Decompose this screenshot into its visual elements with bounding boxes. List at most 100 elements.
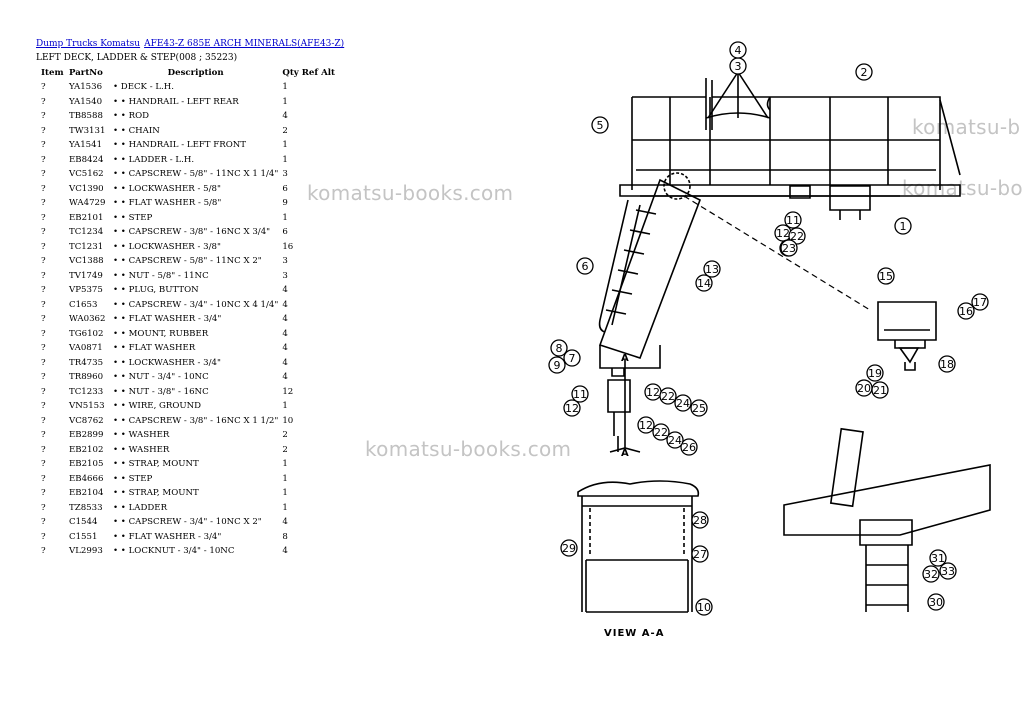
cell-qty: 4 <box>282 343 288 354</box>
callout-number-4: 4 <box>735 44 742 57</box>
callout-circle-22 <box>652 423 670 441</box>
cell-qty: 4 <box>282 357 288 368</box>
callout-circle-2 <box>855 63 873 81</box>
cell-description: • • NUT - 5/8" - 11NC <box>113 270 209 281</box>
callout-number-25: 25 <box>692 402 706 415</box>
cell-partno: WA4729 <box>69 198 106 209</box>
callout-number-3: 3 <box>735 60 742 73</box>
cell-description: • • LOCKWASHER - 5/8" <box>113 183 221 194</box>
table-row: ?TC1231• • LOCKWASHER - 3/8"16 <box>36 240 337 255</box>
cell-partno: TG6102 <box>69 328 104 339</box>
callout-circle-16 <box>957 302 975 320</box>
callout-circle-11 <box>784 211 802 229</box>
cell-qty: 1 <box>282 212 288 223</box>
callout-number-26: 26 <box>682 441 696 454</box>
breadcrumb-model-link[interactable]: AFE43-Z 685E ARCH MINERALS(AFE43-Z) <box>144 39 345 49</box>
cell-qty: 1 <box>282 488 288 499</box>
callout-number-23: 23 <box>782 242 796 255</box>
section-a-label-bottom: A <box>621 448 629 459</box>
callout-number-22: 22 <box>790 230 804 243</box>
cell-item: ? <box>41 430 46 441</box>
callout-circle-24 <box>674 394 692 412</box>
header-item: Item <box>41 68 64 78</box>
callout-circle-22 <box>788 227 806 245</box>
cell-description: • DECK - L.H. <box>113 82 174 93</box>
callout-circle-11 <box>571 385 589 403</box>
breadcrumb-category-link[interactable]: Dump Trucks Komatsu <box>36 39 141 49</box>
callout-number-1: 1 <box>900 220 907 233</box>
cell-description: • • FLAT WASHER - 3/4" <box>113 531 222 542</box>
cell-description: • • STRAP, MOUNT <box>113 459 199 470</box>
cell-description: • • STEP <box>113 212 153 223</box>
callout-circle-21 <box>871 381 889 399</box>
cell-partno: VL2993 <box>69 546 103 557</box>
cell-description: • • HANDRAIL - LEFT REAR <box>113 96 239 107</box>
callout-number-13: 13 <box>705 263 719 276</box>
cell-partno: VC5162 <box>69 169 104 180</box>
cell-partno: TW3131 <box>69 125 106 136</box>
cell-description: • • WASHER <box>113 444 170 455</box>
cell-partno: VN5153 <box>69 401 105 412</box>
cell-item: ? <box>41 546 46 557</box>
cell-item: ? <box>41 241 46 252</box>
table-row: ?C1653• • CAPSCREW - 3/4" - 10NC X 4 1/4… <box>36 298 337 313</box>
callout-number-10: 10 <box>697 601 711 614</box>
callout-number-30: 30 <box>929 596 943 609</box>
cell-qty: 16 <box>282 241 294 252</box>
cell-partno: VC8762 <box>69 415 104 426</box>
cell-description: • • NUT - 3/4" - 10NC <box>113 372 209 383</box>
cell-item: ? <box>41 125 46 136</box>
parts-table: Item PartNo Description Qty Ref Alt ?YA1… <box>36 66 337 559</box>
cell-description: • • MOUNT, RUBBER <box>113 328 209 339</box>
cell-qty: 4 <box>282 314 288 325</box>
callout-circle-12 <box>563 399 581 417</box>
cell-qty: 1 <box>282 502 288 513</box>
callout-number-28: 28 <box>693 514 707 527</box>
callout-circle-1 <box>894 217 912 235</box>
header-qty: Qty <box>282 68 299 78</box>
callout-number-24: 24 <box>668 434 682 447</box>
callout-number-11: 11 <box>573 388 587 401</box>
cell-qty: 4 <box>282 372 288 383</box>
cell-description: • • LADDER <box>113 502 168 513</box>
callout-number-12: 12 <box>639 419 653 432</box>
callout-circle-6 <box>576 257 594 275</box>
header-description: Description <box>167 68 224 78</box>
cell-partno: EB2102 <box>69 444 104 455</box>
cell-qty: 6 <box>282 183 288 194</box>
cell-item: ? <box>41 502 46 513</box>
callout-number-8: 8 <box>556 342 563 355</box>
callout-circle-28 <box>691 511 709 529</box>
cell-qty: 12 <box>282 386 294 397</box>
cell-description: • • CHAIN <box>113 125 160 136</box>
cell-description: • • PLUG, BUTTON <box>113 285 199 296</box>
callout-group: 1234567891011121314151617181920212223242… <box>548 41 989 616</box>
page-title: LEFT DECK, LADDER & STEP(008 ; 35223) <box>36 53 238 63</box>
cell-partno: EB2101 <box>69 212 104 223</box>
cell-description: • • CAPSCREW - 3/4" - 10NC X 2" <box>113 517 262 528</box>
callout-number-27: 27 <box>693 548 707 561</box>
cell-qty: 1 <box>282 82 288 93</box>
table-row: ?TR4735• • LOCKWASHER - 3/4"4 <box>36 356 337 371</box>
cell-description: • • WIRE, GROUND <box>113 401 202 412</box>
cell-qty: 4 <box>282 285 288 296</box>
callout-circle-14 <box>695 274 713 292</box>
callout-number-19: 19 <box>868 367 882 380</box>
table-row: ?VC5162• • CAPSCREW - 5/8" - 11NC X 1 1/… <box>36 167 337 182</box>
cell-description: • • FLAT WASHER <box>113 343 196 354</box>
callout-number-24: 24 <box>676 397 690 410</box>
cell-qty: 2 <box>282 430 288 441</box>
header-qty-ref-alt: Qty Ref Alt <box>280 66 337 80</box>
cell-item: ? <box>41 299 46 310</box>
parts-diagram: 1234567891011121314151617181920212223242… <box>548 41 991 639</box>
cell-description: • • LOCKWASHER - 3/8" <box>113 241 221 252</box>
cell-description: • • HANDRAIL - LEFT FRONT <box>113 140 246 151</box>
cell-partno: TR4735 <box>69 357 104 368</box>
